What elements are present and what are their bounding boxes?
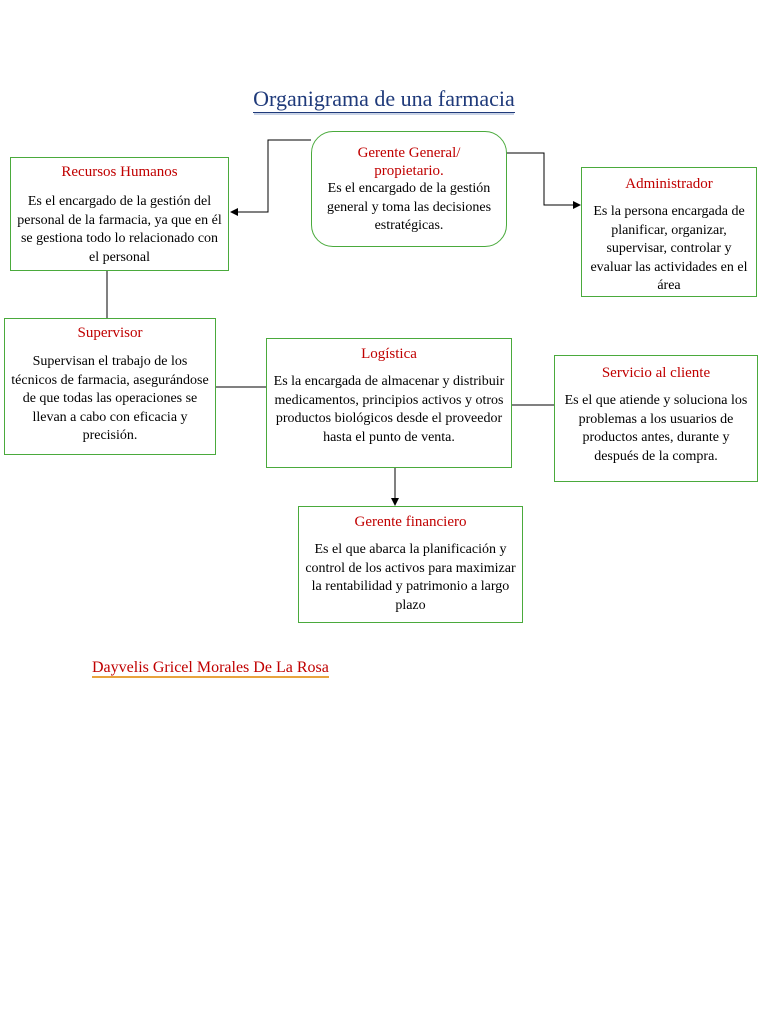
node-gerente-financiero: Gerente financiero Es el que abarca la p…: [298, 506, 523, 623]
node-servicio-cliente: Servicio al cliente Es el que atiende y …: [554, 355, 758, 482]
author-name: Dayvelis Gricel Morales De La Rosa: [92, 659, 329, 678]
author-name-text: Dayvelis Gricel Morales De La Rosa: [92, 659, 329, 678]
node-gerente-financiero-desc: Es el que abarca la planificación y cont…: [305, 542, 516, 613]
node-supervisor: Supervisor Supervisan el trabajo de los …: [4, 318, 216, 455]
node-servicio-cliente-desc: Es el que atiende y soluciona los proble…: [564, 393, 748, 464]
node-gerente-general-name: Gerente General/ propietario.: [357, 145, 461, 179]
node-recursos-humanos-desc: Es el encargado de la gestión del person…: [17, 194, 222, 265]
node-logistica: Logística Es la encargada de almacenar y…: [266, 338, 512, 468]
connector-gerente-to-rrhh: [230, 139, 311, 216]
node-logistica-desc: Es la encargada de almacenar y distribui…: [273, 374, 505, 445]
node-administrador-desc: Es la persona encargada de planificar, o…: [590, 204, 748, 293]
node-gerente-general: Gerente General/ propietario. Es el enca…: [311, 131, 507, 247]
node-supervisor-name: Supervisor: [77, 325, 143, 341]
diagram-title: Organigrama de una farmacia: [0, 86, 768, 113]
node-recursos-humanos-name: Recursos Humanos: [61, 164, 178, 180]
node-supervisor-desc: Supervisan el trabajo de los técnicos de…: [11, 354, 209, 443]
node-gerente-financiero-name: Gerente financiero: [354, 514, 467, 530]
diagram-title-text: Organigrama de una farmacia: [253, 86, 515, 113]
node-administrador-name: Administrador: [625, 176, 713, 192]
node-gerente-general-desc: Es el encargado de la gestión general y …: [326, 181, 492, 233]
node-servicio-cliente-name: Servicio al cliente: [601, 365, 711, 381]
node-logistica-name: Logística: [361, 346, 417, 362]
node-recursos-humanos: Recursos Humanos Es el encargado de la g…: [10, 157, 229, 271]
node-administrador: Administrador Es la persona encargada de…: [581, 167, 757, 297]
connector-gerente-to-administrador: [506, 152, 581, 209]
